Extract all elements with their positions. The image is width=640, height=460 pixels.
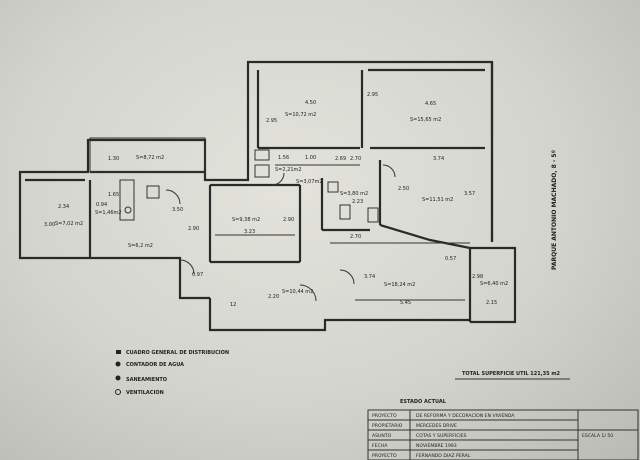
- legend-item-4: VENTILACION: [126, 390, 164, 396]
- legend-item-1: CUADRO GENERAL DE DISTRIBUCION: [126, 350, 229, 356]
- room-1-width: 4.50: [305, 100, 316, 106]
- dim-057: 0.57: [445, 256, 456, 262]
- dim-097: 0.97: [192, 272, 203, 278]
- bath-fixture-4: [339, 204, 351, 220]
- dim-270b: 2.70: [350, 234, 361, 240]
- room-4-area: S=8,72 m2: [136, 155, 164, 161]
- room-labels: S=10,72 m2 4.50 2.95 S=15,65 m2 4.65 2.9…: [44, 92, 508, 308]
- room-10-width: 1.56: [278, 155, 289, 161]
- bath-fixture-3: [327, 181, 339, 193]
- room-1-height: 2.95: [266, 118, 277, 124]
- legend: CUADRO GENERAL DE DISTRIBUCION CONTADOR …: [115, 350, 229, 396]
- kitchen-hob: [124, 206, 132, 214]
- room-11-width: 2.23: [352, 199, 363, 205]
- balcony: [89, 137, 206, 173]
- door-swing-2: [299, 284, 317, 302]
- state-label: ESTADO ACTUAL: [400, 399, 447, 405]
- door-swing-5: [382, 164, 396, 178]
- title-block: PROYECTO DE REFORMA Y DECORACION EN VIVI…: [367, 409, 639, 460]
- room-11-area: S=3,80 m2: [340, 191, 368, 197]
- tb-key-5: PROYECTO: [372, 453, 397, 459]
- title-block-frame: [367, 409, 639, 460]
- room-2-height: 2.95: [367, 92, 378, 98]
- dim-12: 12: [230, 302, 236, 308]
- total-area: TOTAL SUPERFICIE UTIL 121,35 m2: [462, 371, 561, 377]
- dim-270a: 2.70: [350, 156, 361, 162]
- tb-scale: ESCALA 1/ 50: [582, 433, 613, 439]
- bath-fixture-2: [254, 164, 270, 178]
- bath-fixture-5: [367, 207, 379, 223]
- tb-key-1: PROYECTO: [372, 413, 397, 419]
- kitchen-sink: [146, 185, 160, 199]
- wall-left: [18, 138, 250, 300]
- room-2-area: S=15,65 m2: [410, 117, 441, 123]
- room-4-height: 1.30: [108, 156, 119, 162]
- room-7-area: S=6,2 m2: [128, 243, 153, 249]
- room-12-area: S=10,44 m2: [282, 289, 313, 295]
- room-9-area: S=3,07m2: [296, 179, 323, 185]
- room-7-height: 2.90: [188, 226, 199, 232]
- fixtures: [89, 137, 470, 302]
- room-7-width: 3.50: [172, 207, 183, 213]
- tb-key-3: ASUNTO: [372, 433, 392, 439]
- room-10-area: S=2,21m2: [275, 167, 302, 173]
- door-swing-4: [271, 172, 285, 186]
- bath-fixture-1: [254, 149, 270, 161]
- legend-item-3: SANEAMIENTO: [126, 377, 167, 383]
- room-3-width: 3.74: [433, 156, 444, 162]
- room-2-width: 4.65: [425, 101, 436, 107]
- room-6-width: 0.94: [96, 202, 107, 208]
- room-12-height: 2.20: [268, 294, 279, 300]
- room-1-area: S=10,72 m2: [285, 112, 316, 118]
- kitchen-counter: [119, 179, 135, 221]
- door-swing-6: [339, 269, 355, 285]
- circle-icon: [115, 361, 121, 367]
- room-5-height: 3.00: [44, 222, 55, 228]
- ring-icon: [115, 389, 121, 395]
- tb-key-2: PROPIETARIO: [372, 423, 403, 429]
- room-13-area: S=18,24 m2: [384, 282, 415, 288]
- wall-top: [246, 60, 494, 242]
- dot-icon: [115, 375, 121, 381]
- tb-val-5: FERNANDO DIAZ PERAL: [416, 453, 471, 459]
- room-5-area: S=7,02 m2: [55, 221, 83, 227]
- walls: [18, 60, 517, 332]
- room-14-height: 2.98: [472, 274, 483, 280]
- wall-right-lower: [470, 246, 517, 324]
- door-swing-3: [165, 189, 181, 205]
- room-3-area: S=11,51 m2: [422, 197, 453, 203]
- tb-val-1: DE REFORMA Y DECORACION EN VIVIENDA: [416, 413, 515, 419]
- room-8-width: 3.23: [244, 229, 255, 235]
- street-label: PARQUE ANTONIO MACHADO, 8 - 5º: [551, 149, 558, 270]
- room-13-width: 5.45: [400, 300, 411, 306]
- room-6-area: S=1,46m2: [95, 210, 122, 216]
- wall-bottom: [208, 298, 472, 332]
- tb-val-2: MERCEDES DRIVE: [416, 423, 457, 429]
- tb-val-3: COTAS Y SUPERFICIES: [416, 433, 467, 439]
- room-14-width: 2.15: [486, 300, 497, 306]
- room-5-width: 2.34: [58, 204, 69, 210]
- room-11-height: 2.69: [335, 156, 346, 162]
- door-swing-1: [179, 259, 195, 275]
- room-8-area: S=9,38 m2: [232, 217, 260, 223]
- square-icon: [116, 350, 121, 354]
- room-10-height: 1.00: [305, 155, 316, 161]
- dim-250: 2.50: [398, 186, 409, 192]
- tb-val-4: NOVIEMBRE 1993: [416, 443, 457, 449]
- tb-key-4: FECHA: [372, 443, 388, 449]
- wall-inner-7: [379, 223, 471, 250]
- room-3-height: 3.57: [464, 191, 475, 197]
- room-6-height: 1.65: [108, 192, 119, 198]
- legend-item-2: CONTADOR DE AGUA: [126, 362, 184, 368]
- room-8-height: 2.90: [283, 217, 294, 223]
- room-14-area: S=6,40 m2: [480, 281, 508, 287]
- room-13-height: 3.74: [364, 274, 375, 280]
